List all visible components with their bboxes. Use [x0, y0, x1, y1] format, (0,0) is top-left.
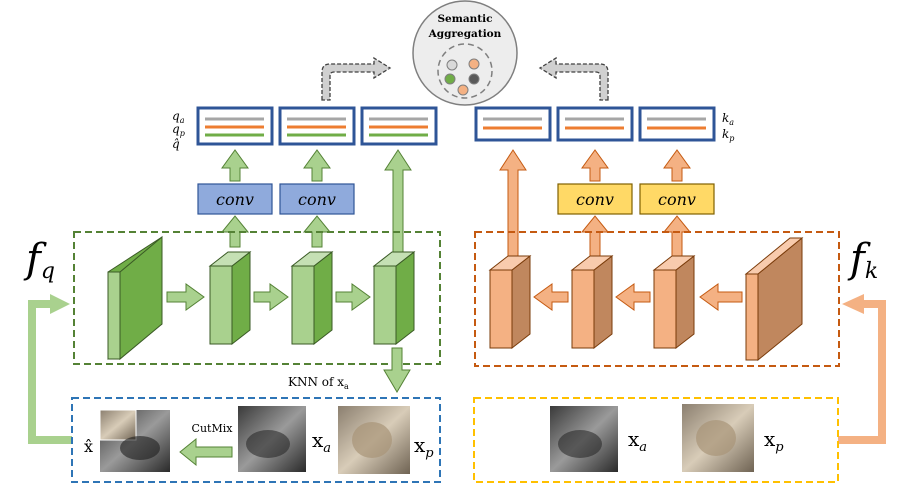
k-feature-box [556, 106, 634, 142]
agg-arrow-left [321, 56, 392, 101]
agg-arrow-right [538, 56, 609, 101]
cluster-dot [446, 59, 458, 71]
cluster-dot [468, 73, 480, 85]
query-feature-boxes [196, 106, 438, 146]
k-layer-3 [653, 269, 677, 349]
k-conv2-label: conv [658, 190, 696, 209]
label-q-hat: q̂ [172, 137, 180, 151]
q-layer-3 [291, 265, 315, 345]
q-layer-4 [373, 265, 397, 345]
semantic-line2: Aggregation [428, 28, 502, 40]
key-xp-label: xp [764, 427, 784, 455]
cutmix-image [99, 409, 170, 472]
query-input-arrowhead [50, 294, 70, 314]
q-conv2-box [279, 183, 355, 215]
cluster-dot [468, 58, 480, 70]
key-feature-labels: ka kp [722, 111, 734, 143]
key-xp-image [682, 404, 754, 472]
k-conv1-box [557, 183, 633, 215]
k-layer-slab [745, 273, 759, 361]
key-encoder-box [474, 231, 840, 367]
q-conv2-label: conv [298, 190, 336, 209]
k-conv2-box [639, 183, 715, 215]
label-k-a: ka [722, 111, 734, 127]
key-conv-arrows [499, 149, 692, 268]
query-xa-image [238, 406, 306, 472]
cutmix-label: CutMix [192, 422, 234, 435]
key-input-arrow [838, 300, 886, 444]
k-layer-1 [489, 269, 513, 349]
query-input-arrow [28, 300, 72, 444]
query-forward-arrows [166, 283, 371, 311]
cluster-ring [437, 43, 493, 99]
encoder-label-fq: fq [23, 236, 55, 284]
q-conv1-label: conv [216, 190, 254, 209]
knn-arrow [383, 347, 411, 393]
query-encoder-box [73, 231, 441, 365]
query-xp-label: xp [414, 433, 434, 461]
key-input-box [473, 397, 839, 483]
k-feature-box [638, 106, 716, 142]
query-conv-boxes: conv conv [197, 183, 355, 215]
encoder-label-fk: fk [847, 236, 878, 284]
key-encoder-layers [488, 236, 804, 362]
query-xa-label: xa [312, 428, 331, 456]
cluster-dot [457, 84, 469, 96]
query-input-box [71, 397, 441, 483]
query-feature-labels: qa qp q̂ [172, 109, 185, 151]
label-k-p: kp [722, 127, 734, 143]
key-feature-boxes [474, 106, 716, 142]
cutmix-arrow [179, 437, 233, 467]
semantic-aggregation: Semantic Aggregation [412, 0, 518, 106]
key-xa-label: xa [628, 427, 647, 455]
k-layer-2 [571, 269, 595, 349]
key-xa-image [550, 406, 618, 472]
q-layer-2 [209, 265, 233, 345]
cluster-dot [444, 73, 456, 85]
key-conv-boxes: conv conv [557, 183, 715, 215]
key-input-arrowhead [842, 294, 864, 314]
query-encoder-layers [107, 235, 416, 361]
key-forward-arrows [533, 283, 743, 311]
k-feature-box [474, 106, 552, 142]
x-hat-label: x̂ [84, 437, 93, 456]
q-conv1-box [197, 183, 273, 215]
semantic-line1: Semantic [437, 13, 492, 25]
query-xp-image [338, 406, 410, 474]
k-conv1-label: conv [576, 190, 614, 209]
knn-label: KNN of xa [288, 375, 349, 391]
